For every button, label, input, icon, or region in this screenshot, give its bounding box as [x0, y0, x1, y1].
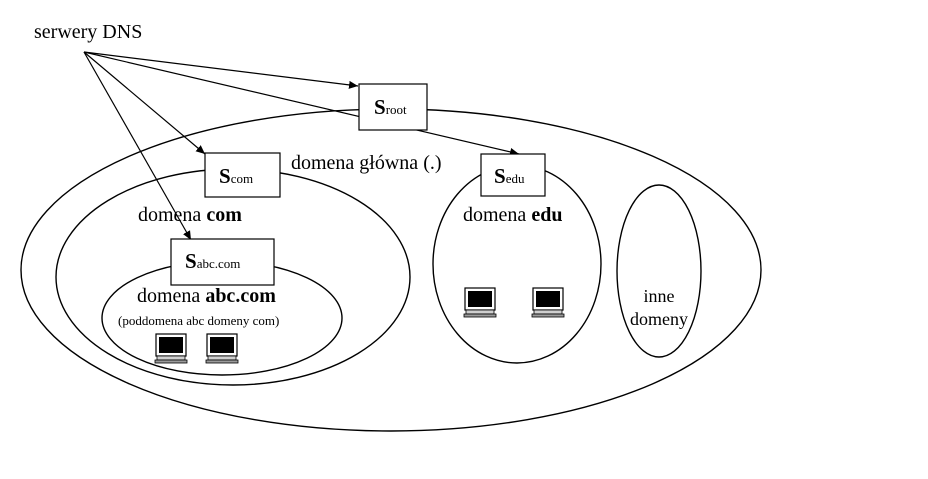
- server-root-sub: root: [386, 102, 407, 117]
- abc-domain-note: (poddomena abc domeny com): [118, 313, 279, 328]
- edu-domain-label: domena edu: [463, 204, 562, 226]
- main-domain-label: domena główna (.): [291, 152, 442, 174]
- com-domain-label: domena com: [138, 204, 242, 226]
- server-edu-sub: edu: [506, 171, 525, 186]
- server-abc-letter: S: [185, 249, 197, 273]
- abc-domain-label: domena abc.com: [137, 285, 276, 307]
- server-abc-sub: abc.com: [197, 256, 241, 271]
- server-com-sub: com: [231, 171, 253, 186]
- arrow-to-com: [83, 51, 206, 155]
- svg-text:Sabc.com: Sabc.com: [185, 249, 240, 273]
- arrow-to-edu: [83, 51, 520, 156]
- other-domains-line2: domeny: [630, 309, 688, 329]
- arrow-to-root: [83, 51, 359, 89]
- server-root-box: Sroot: [358, 83, 428, 131]
- server-com-box: Scom: [204, 152, 281, 198]
- server-abc-box: Sabc.com: [170, 238, 275, 286]
- server-root-letter: S: [374, 95, 386, 119]
- diagram-title: serwery DNS: [34, 21, 142, 43]
- computer-icon: [154, 333, 188, 364]
- computer-icon: [205, 333, 239, 364]
- computer-icon: [463, 287, 497, 318]
- svg-text:Sroot: Sroot: [374, 95, 407, 119]
- server-edu-letter: S: [494, 164, 506, 188]
- svg-text:Scom: Scom: [219, 164, 253, 188]
- computer-icon: [531, 287, 565, 318]
- arrows: [83, 51, 520, 241]
- arrow-to-abc: [83, 51, 192, 241]
- other-domains-ellipse: [616, 184, 702, 358]
- other-domains-line1: inne: [644, 286, 675, 306]
- server-com-letter: S: [219, 164, 231, 188]
- svg-text:Sedu: Sedu: [494, 164, 525, 188]
- server-edu-box: Sedu: [480, 153, 546, 197]
